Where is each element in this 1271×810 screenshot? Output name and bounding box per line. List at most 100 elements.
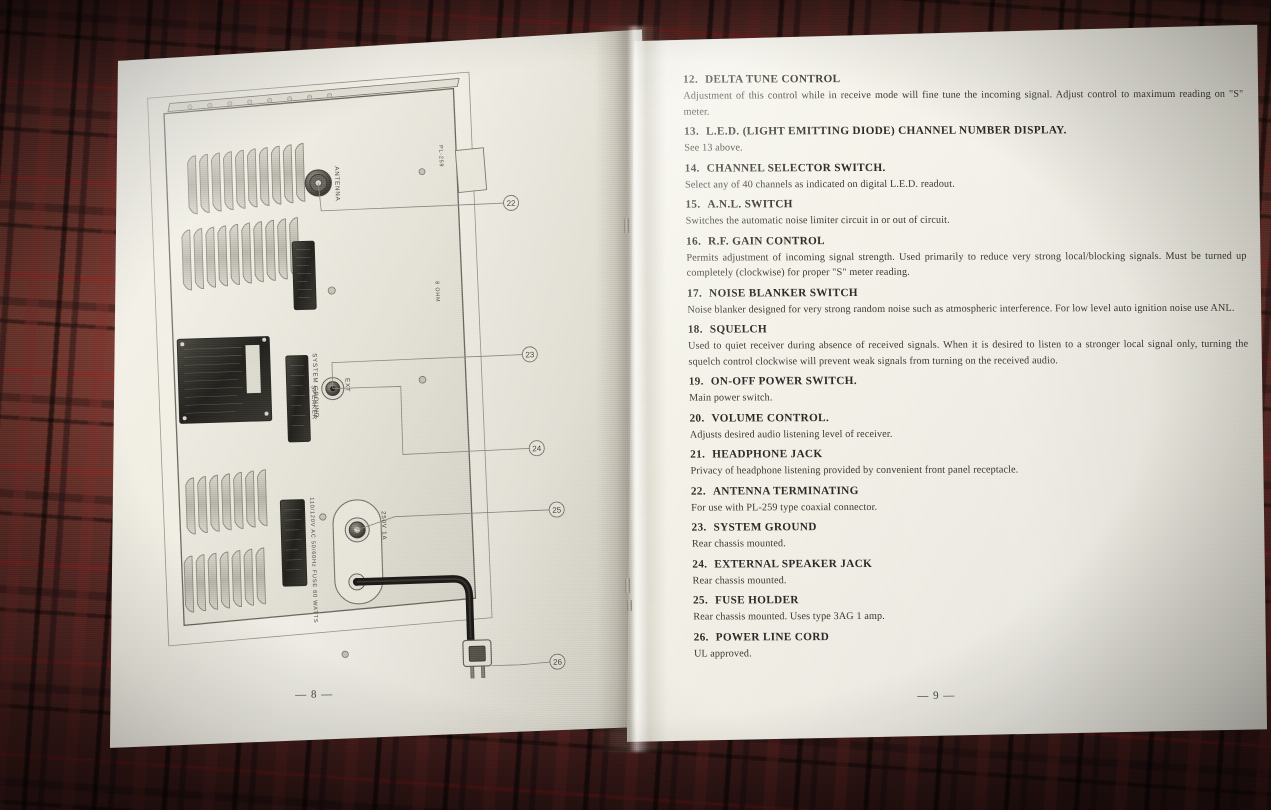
callout-26: 26 xyxy=(550,654,565,669)
antenna-label: ANTENNA xyxy=(332,166,341,202)
svg-text:24: 24 xyxy=(532,444,542,453)
control-entry-body: Noise blanker designed for very strong r… xyxy=(687,302,1235,316)
staple-bottom xyxy=(626,599,633,612)
control-entry-number: 22. xyxy=(690,485,707,498)
control-entry-title: CHANNEL SELECTOR SWITCH. xyxy=(706,161,886,175)
callout-25: 25 xyxy=(549,502,564,517)
impedance-label: 8 OHM xyxy=(433,281,441,303)
callout-22: 22 xyxy=(503,195,518,210)
control-entry-number: 24. xyxy=(692,558,708,571)
rear-panel-diagram: 22 23 24 25 xyxy=(141,55,600,689)
control-entry-heading: 15. A.N.L. SWITCH xyxy=(685,197,1245,211)
control-entry-heading: 25. FUSE HOLDER xyxy=(693,593,1253,607)
control-entry-body: Adjustment of this control while in rece… xyxy=(683,88,1244,118)
ext-label: EXT xyxy=(343,378,351,393)
serial-plate-bottom xyxy=(280,500,307,587)
control-entry-title: FUSE HOLDER xyxy=(714,594,799,607)
control-entry-number: 25. xyxy=(692,594,709,607)
control-entry-number: 15. xyxy=(685,198,701,211)
serial-plate-middle xyxy=(286,355,311,442)
control-entry: 16. R.F. GAIN CONTROL Permits adjustment o… xyxy=(686,233,1247,281)
left-page-number: — 8 — xyxy=(295,688,334,701)
svg-text:25: 25 xyxy=(552,505,562,514)
control-entry: 21. HEADPHONE JACK Privacy of headphone li… xyxy=(690,447,1251,479)
fuse-and-cord-assembly xyxy=(332,499,383,604)
control-entry: 12.DELTA TUNE CONTROL Adjustment of this … xyxy=(683,72,1244,120)
control-entry-title: A.N.L. SWITCH xyxy=(707,198,793,211)
control-entry-number: 14. xyxy=(684,162,700,175)
control-entry-number: 13. xyxy=(683,125,700,138)
control-entry-number: 12. xyxy=(682,73,699,86)
rear-panel-svg: 22 23 24 25 xyxy=(141,55,600,689)
control-entry: 13. L.E.D. (LIGHT EMITTING DIODE) CHANNEL… xyxy=(684,124,1245,156)
control-entry-title: HEADPHONE JACK xyxy=(712,448,823,461)
control-entry: 22.ANTENNA TERMINATING For use with PL-25… xyxy=(691,483,1252,515)
fuse-holder xyxy=(345,518,370,543)
control-entry: 15. A.N.L. SWITCH Switches the automatic n… xyxy=(685,197,1246,229)
control-entry-number: 17. xyxy=(686,287,703,300)
staple-top xyxy=(623,217,630,234)
control-entry-body: Rear chassis mounted. Uses type 3AG 1 am… xyxy=(693,610,885,623)
control-entry-title: SYSTEM GROUND xyxy=(713,521,817,534)
control-entry-title: VOLUME CONTROL. xyxy=(711,411,830,425)
svg-text:26: 26 xyxy=(553,657,563,666)
control-entry-number: 26. xyxy=(693,630,709,644)
control-descriptions-list: 12.DELTA TUNE CONTROL Adjustment of this … xyxy=(683,66,1255,664)
speaker-label: SPEAKER xyxy=(309,385,318,421)
control-entry-heading: 12.DELTA TUNE CONTROL xyxy=(683,72,1243,86)
control-entry-heading: 18. SQUELCH xyxy=(688,322,1248,336)
control-entry-heading: 13. L.E.D. (LIGHT EMITTING DIODE) CHANNEL… xyxy=(684,124,1244,138)
ac-plug xyxy=(463,640,492,679)
control-entry-body: Main power switch. xyxy=(689,392,773,404)
control-entry-number: 23. xyxy=(691,521,707,534)
control-entry-body: Rear chassis mounted. xyxy=(691,538,786,550)
control-entry-body: Adjusts desired audio listening level of… xyxy=(689,428,893,441)
control-entry-body: For use with PL-259 type coaxial connect… xyxy=(691,501,878,514)
control-entry: 14. CHANNEL SELECTOR SWITCH. Select any of… xyxy=(685,160,1246,192)
control-entry-heading: 21. HEADPHONE JACK xyxy=(690,447,1250,461)
serial-plate-upper xyxy=(292,241,316,310)
control-entry-title: POWER LINE CORD xyxy=(715,630,830,643)
control-entry-body: Used to quiet receiver during absence of… xyxy=(688,338,1249,368)
control-entry: 19.ON-OFF POWER SWITCH. Main power switch… xyxy=(689,374,1250,406)
rating-label-plate xyxy=(177,337,272,424)
right-page-number: — 9 — xyxy=(917,689,956,703)
left-page: 22 23 24 25 xyxy=(100,25,653,751)
control-entry-heading: 20.VOLUME CONTROL. xyxy=(689,410,1249,424)
control-entry-title: SQUELCH xyxy=(709,323,768,336)
control-entry-heading: 22.ANTENNA TERMINATING xyxy=(691,483,1251,497)
pl259-label: PL-259 xyxy=(437,144,444,168)
control-entry-title: EXTERNAL SPEAKER JACK xyxy=(714,557,873,570)
callout-24: 24 xyxy=(529,440,544,455)
control-entry: 25. FUSE HOLDER Rear chassis mounted. Uses… xyxy=(693,593,1254,625)
control-entry-body: Privacy of headphone listening provided … xyxy=(690,464,1019,477)
control-entry-number: 18. xyxy=(687,323,703,336)
control-entry-body: See 13 above. xyxy=(684,142,743,154)
control-entry-number: 19. xyxy=(688,375,704,388)
control-entry-number: 16. xyxy=(685,235,702,248)
control-entry-body: Switches the automatic noise limiter cir… xyxy=(685,214,950,227)
control-entry-heading: 14. CHANNEL SELECTOR SWITCH. xyxy=(685,160,1245,174)
svg-text:23: 23 xyxy=(525,350,535,359)
right-page: 12.DELTA TUNE CONTROL Adjustment of this … xyxy=(627,19,1271,755)
control-entry: 23. SYSTEM GROUND Rear chassis mounted. xyxy=(691,520,1252,552)
control-entry-body: Permits adjustment of incoming signal st… xyxy=(686,250,1247,279)
control-entry-heading: 23. SYSTEM GROUND xyxy=(691,520,1251,534)
callout-markers: 22 23 24 25 xyxy=(503,194,569,670)
control-entry-title: L.E.D. (LIGHT EMITTING DIODE) CHANNEL NU… xyxy=(705,124,1067,138)
callout-23: 23 xyxy=(522,347,537,362)
control-entry-heading: 24. EXTERNAL SPEAKER JACK xyxy=(692,556,1252,570)
control-entry-title: NOISE BLANKER SWITCH xyxy=(708,286,858,300)
control-entry-heading: 19.ON-OFF POWER SWITCH. xyxy=(689,374,1249,388)
control-entry-heading: 17. NOISE BLANKER SWITCH xyxy=(687,285,1247,299)
control-entry-number: 21. xyxy=(690,448,706,461)
control-entry: 17. NOISE BLANKER SWITCH Noise blanker des… xyxy=(687,285,1248,317)
control-entry-heading: 26. POWER LINE CORD xyxy=(694,629,1254,643)
control-entry-title: R.F. GAIN CONTROL xyxy=(707,234,826,248)
control-entry: 18. SQUELCH Used to quiet receiver during … xyxy=(688,322,1249,370)
control-entry-body: Select any of 40 channels as indicated o… xyxy=(684,178,955,191)
